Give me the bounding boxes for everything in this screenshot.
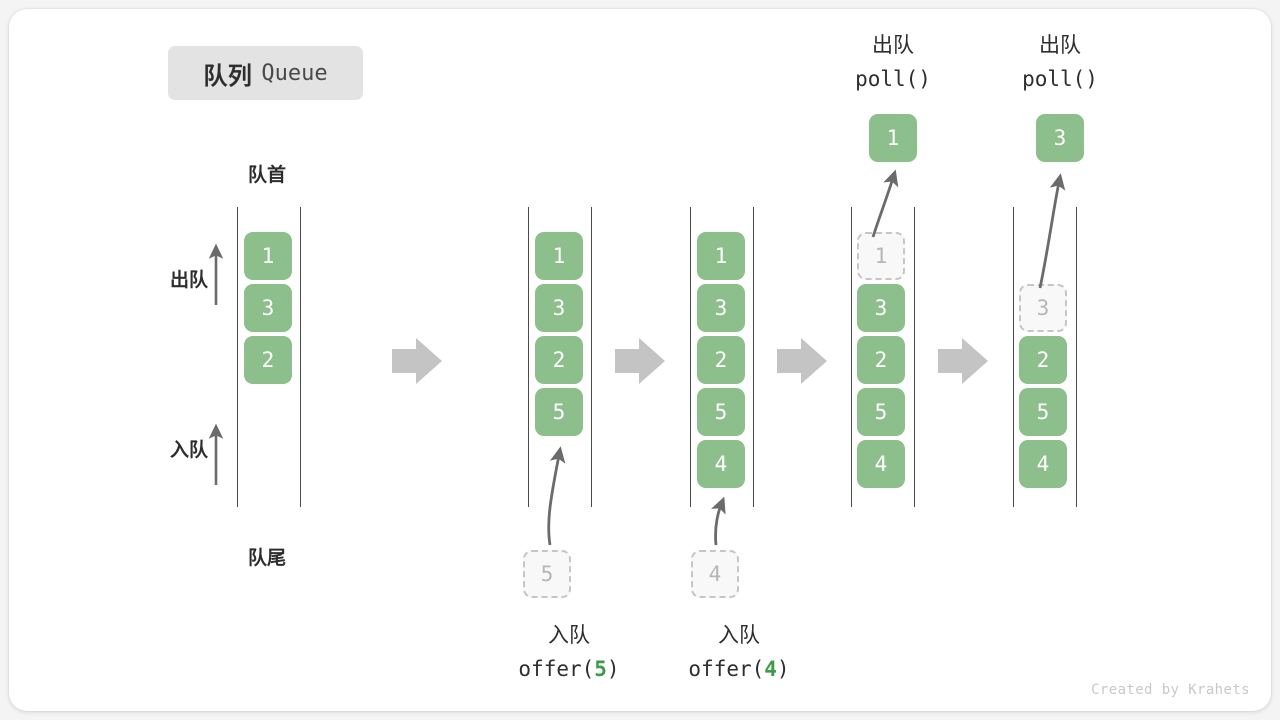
- queue-cell: 2: [697, 336, 745, 384]
- incoming-ghost-cell: 5: [523, 550, 571, 598]
- queue-cell: 3: [857, 284, 905, 332]
- caption-poll-1: 出队 poll(): [798, 30, 988, 95]
- queue-cell: 2: [244, 336, 292, 384]
- queue-cell: 2: [857, 336, 905, 384]
- code-arg: 4: [764, 656, 777, 681]
- queue-tail-label: 队尾: [247, 548, 286, 569]
- code-suffix: ): [776, 656, 790, 681]
- queue-cell: 4: [697, 440, 745, 488]
- queue-cell: 5: [535, 388, 583, 436]
- title-chinese: 队列: [203, 62, 253, 90]
- title-english: Queue: [261, 60, 328, 86]
- flow-arrow-2-3: [615, 338, 665, 384]
- code-prefix: offer(: [518, 656, 595, 681]
- enqueue-side-label: 入队: [169, 440, 208, 461]
- poll-result-cell: 1: [869, 114, 917, 162]
- queue-cell: 1: [535, 232, 583, 280]
- caption-chinese: 出队: [1039, 34, 1081, 57]
- incoming-ghost-cell: 4: [691, 550, 739, 598]
- caption-offer-4: 入队 offer(4): [644, 620, 834, 685]
- queue-cell: 3: [244, 284, 292, 332]
- queue-cell: 1: [697, 232, 745, 280]
- rail-right-stage3: [753, 207, 754, 507]
- queue-cell: 5: [857, 388, 905, 436]
- queue-cell: 4: [857, 440, 905, 488]
- caption-chinese: 出队: [872, 34, 914, 57]
- enqueue-arrow-4: [711, 496, 726, 546]
- rail-left-stage4: [851, 207, 852, 507]
- caption-offer-5: 入队 offer(5): [474, 620, 664, 685]
- dequeue-side-label: 出队: [169, 270, 208, 291]
- rail-left-stage2: [528, 207, 529, 507]
- queue-cell: 5: [1019, 388, 1067, 436]
- poll-arrow-1: [871, 169, 899, 238]
- rail-left-stage5: [1013, 207, 1014, 507]
- rail-right-stage5: [1076, 207, 1077, 507]
- queue-cell-removed: 3: [1019, 284, 1067, 332]
- flow-arrow-1-2: [392, 338, 442, 384]
- flow-arrow-4-5: [938, 338, 988, 384]
- rail-right-stage2: [591, 207, 592, 507]
- caption-chinese: 入队: [718, 624, 760, 647]
- code-arg: 5: [594, 656, 607, 681]
- queue-head-label: 队首: [247, 165, 286, 186]
- caption-poll-3: 出队 poll(): [965, 30, 1155, 95]
- rail-right-stage1: [300, 207, 301, 507]
- queue-cell: 3: [535, 284, 583, 332]
- title-badge: 队列 Queue: [168, 46, 363, 100]
- flow-arrow-3-4: [777, 338, 827, 384]
- caption-code: poll(): [1022, 66, 1098, 91]
- queue-cell: 3: [697, 284, 745, 332]
- queue-cell: 2: [1019, 336, 1067, 384]
- enqueue-arrow-5: [547, 446, 566, 546]
- queue-cell: 2: [535, 336, 583, 384]
- queue-cell: 4: [1019, 440, 1067, 488]
- queue-cell: 1: [244, 232, 292, 280]
- poll-arrow-3: [1038, 173, 1066, 289]
- credit-text: Created by Krahets: [1091, 682, 1250, 698]
- poll-result-cell: 3: [1036, 114, 1084, 162]
- queue-cell-removed: 1: [857, 232, 905, 280]
- caption-code: offer(4): [644, 653, 834, 686]
- code-suffix: ): [606, 656, 620, 681]
- caption-code: poll(): [855, 66, 931, 91]
- rail-left-stage1: [237, 207, 238, 507]
- code-prefix: offer(: [688, 656, 765, 681]
- caption-code: offer(5): [474, 653, 664, 686]
- queue-cell: 5: [697, 388, 745, 436]
- rail-right-stage4: [914, 207, 915, 507]
- caption-chinese: 入队: [548, 624, 590, 647]
- rail-left-stage3: [690, 207, 691, 507]
